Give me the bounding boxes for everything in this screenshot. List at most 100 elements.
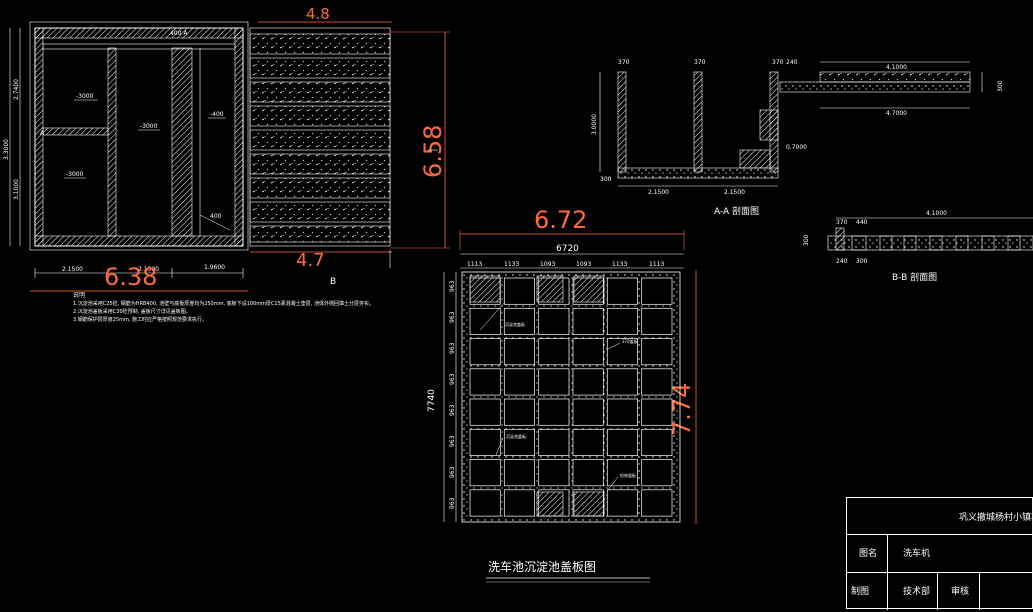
aa-dim: 370 — [694, 59, 706, 66]
bb-dim: 300 — [803, 234, 810, 246]
cover-grid-cell — [606, 368, 638, 396]
general-notes: 说明 1.沉淀池采用C25砼, 钢筋为HRB400, 池壁与底板厚度均为250m… — [73, 292, 433, 324]
bottom-dim: 2.1500 — [138, 266, 159, 273]
cover-grid-cell — [606, 489, 638, 517]
aa-dim: 300 — [997, 80, 1004, 92]
cover-grid-cell — [503, 489, 535, 517]
note-line: 3.钢筋保护层厚度25mm, 施工时应严格按照规范要求执行。 — [73, 317, 208, 323]
drawing-name: 洗车机 — [903, 549, 931, 559]
cover-height-total: 7740 — [427, 389, 437, 412]
cover-col-dim: 1133 — [504, 261, 519, 268]
section-mark-a: A — [40, 130, 45, 137]
cover-grid-cell — [572, 428, 604, 456]
cover-width-total: 6720 — [556, 244, 579, 254]
left-dim: 3.3000 — [3, 139, 10, 160]
cover-callout: 沉淀池盖板 — [505, 321, 525, 327]
section-bb-caption: B-B 剖面图 — [892, 271, 937, 283]
cover-col-dim: 1093 — [540, 261, 555, 268]
cover-row-dim: 963 — [449, 311, 456, 323]
cover-grid-cell — [606, 398, 638, 426]
cover-grid-cell — [469, 338, 501, 366]
cover-col-dim: 1093 — [576, 261, 591, 268]
aa-dim: 240 — [786, 59, 798, 66]
plan-height-dim: 6.58 — [419, 125, 447, 178]
cover-grid-cell — [641, 307, 673, 335]
cover-grid-cell — [503, 398, 535, 426]
plan-top-dim: 4.8 — [306, 5, 330, 23]
bb-dim: 370 — [836, 219, 848, 226]
cover-grid-cell — [641, 459, 673, 487]
aa-dim: 4.1000 — [886, 64, 907, 71]
elevation-label: -3000 — [66, 171, 84, 178]
cover-callout: 370盖板 — [622, 338, 638, 344]
department-label: 技术部 — [903, 587, 931, 597]
cover-grid-cell — [538, 368, 570, 396]
note-line: 2.沉淀池盖板采用C30砼预制, 盖板尺寸详见盖板图。 — [73, 309, 191, 315]
cover-grid-cell — [503, 428, 535, 456]
cover-col-dim: 1133 — [612, 261, 627, 268]
cover-row-dim: 963 — [449, 342, 456, 354]
cover-grid-cell — [469, 489, 501, 517]
plan-view: -3000 -3000 -3000 -400 400 400 A A 2.740… — [3, 5, 450, 292]
cover-callout: 沉淀池盖板 — [506, 433, 526, 439]
review-label: 审核 — [951, 587, 970, 597]
cover-grid-cell — [469, 398, 501, 426]
cover-grid-cell — [606, 428, 638, 456]
plan-width-dim: 6.38 — [104, 263, 157, 291]
aa-dim: 300 — [600, 176, 612, 183]
cover-grid-cell — [641, 368, 673, 396]
bb-dim: 440 — [856, 219, 868, 226]
cover-plate-plan: 6.72 7.74 6720 1113 1133 1093 1093 1133 … — [427, 206, 697, 583]
cover-callout: 检修盖板 — [620, 472, 636, 478]
aa-dim: 4.7000 — [886, 110, 907, 117]
cover-grid-cell — [606, 307, 638, 335]
elevation-label: -3000 — [140, 123, 158, 130]
cover-grid-cell — [572, 398, 604, 426]
aa-dim: 0.7000 — [786, 144, 807, 151]
cover-grid-cell — [641, 489, 673, 517]
section-aa-caption: A-A 剖面图 — [714, 205, 759, 217]
section-bb: 4.1000 370 440 240 300 300 B-B 剖面图 — [803, 210, 1033, 283]
cover-grid-cell — [503, 368, 535, 396]
cover-col-dim: 1113 — [467, 261, 482, 268]
bb-dim: 240 — [836, 258, 848, 265]
cover-grid-cell — [538, 307, 570, 335]
aa-dim: 370 — [772, 59, 784, 66]
section-label-b: B — [330, 277, 336, 287]
cover-grid-cell — [641, 398, 673, 426]
drawing-name-label: 图名 — [859, 549, 878, 559]
plan-bottom-dim: 4.7 — [296, 250, 325, 271]
cover-grid-cell — [469, 368, 501, 396]
notes-heading: 说明 — [73, 292, 86, 299]
cover-grid-cell — [641, 428, 673, 456]
cover-grid-cell — [503, 307, 535, 335]
cover-row-dim: 963 — [449, 280, 456, 292]
cover-grid-cell — [503, 277, 535, 305]
cover-grid-cell — [503, 459, 535, 487]
bb-dim: 300 — [856, 258, 868, 265]
title-block: 巩义撤城杨村小镇项目 图名 洗车机 制图 技术部 审核 — [846, 497, 1033, 610]
cover-grid-cell — [538, 459, 570, 487]
cover-title: 洗车池沉淀池盖板图 — [488, 559, 596, 574]
cover-grid-cell — [538, 428, 570, 456]
bb-dim: 4.1000 — [926, 210, 947, 217]
cover-row-dim: 963 — [449, 404, 456, 416]
cover-grid-cell — [469, 459, 501, 487]
cover-grid-cell — [606, 459, 638, 487]
elevation-label: -3000 — [76, 93, 94, 100]
cover-grid-cell — [606, 338, 638, 366]
cover-row-dim: 963 — [449, 373, 456, 385]
left-dim: 2.7400 — [13, 79, 20, 100]
cover-grid-cell — [572, 307, 604, 335]
cover-grid-cell — [503, 338, 535, 366]
cover-row-dim: 963 — [449, 435, 456, 447]
cover-grid-cell — [572, 368, 604, 396]
elevation-label: 400 — [210, 213, 222, 220]
cover-grid-cell — [641, 338, 673, 366]
cover-row-dim: 963 — [449, 497, 456, 509]
aa-dim: 2.1500 — [724, 189, 745, 196]
cover-grid-cell — [469, 428, 501, 456]
cover-grid-cell — [641, 277, 673, 305]
cover-grid-cell — [606, 277, 638, 305]
cover-grid-cell — [572, 338, 604, 366]
